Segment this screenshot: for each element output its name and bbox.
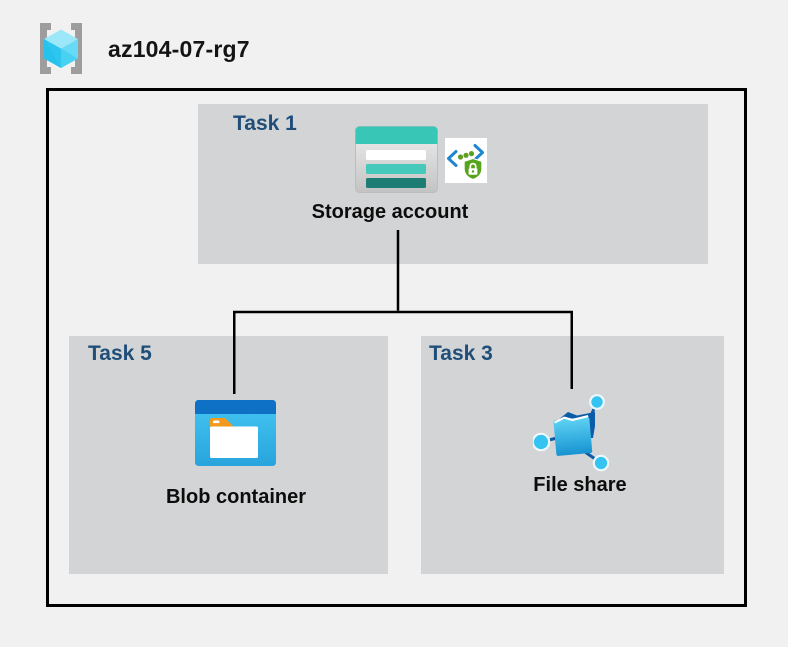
resource-group-icon <box>33 20 89 77</box>
blob-container-icon <box>195 400 276 466</box>
storage-account-label: Storage account <box>311 201 469 223</box>
resource-group-name: az104-07-rg7 <box>108 36 250 62</box>
resource-group-boundary <box>46 88 747 607</box>
task1-label: Task 1 <box>233 112 297 135</box>
task1-box: Task 1 Storage acc <box>198 104 708 264</box>
file-share-icon <box>533 394 609 472</box>
secure-access-icon <box>445 138 487 183</box>
task3-box: Task 3 File share <box>421 336 724 574</box>
task5-box: Task 5 Blob container <box>69 336 388 574</box>
task5-label: Task 5 <box>88 342 152 365</box>
task3-label: Task 3 <box>429 342 493 365</box>
blob-container-label: Blob container <box>165 486 306 508</box>
storage-account-icon <box>355 126 438 193</box>
file-share-label: File share <box>533 474 627 496</box>
